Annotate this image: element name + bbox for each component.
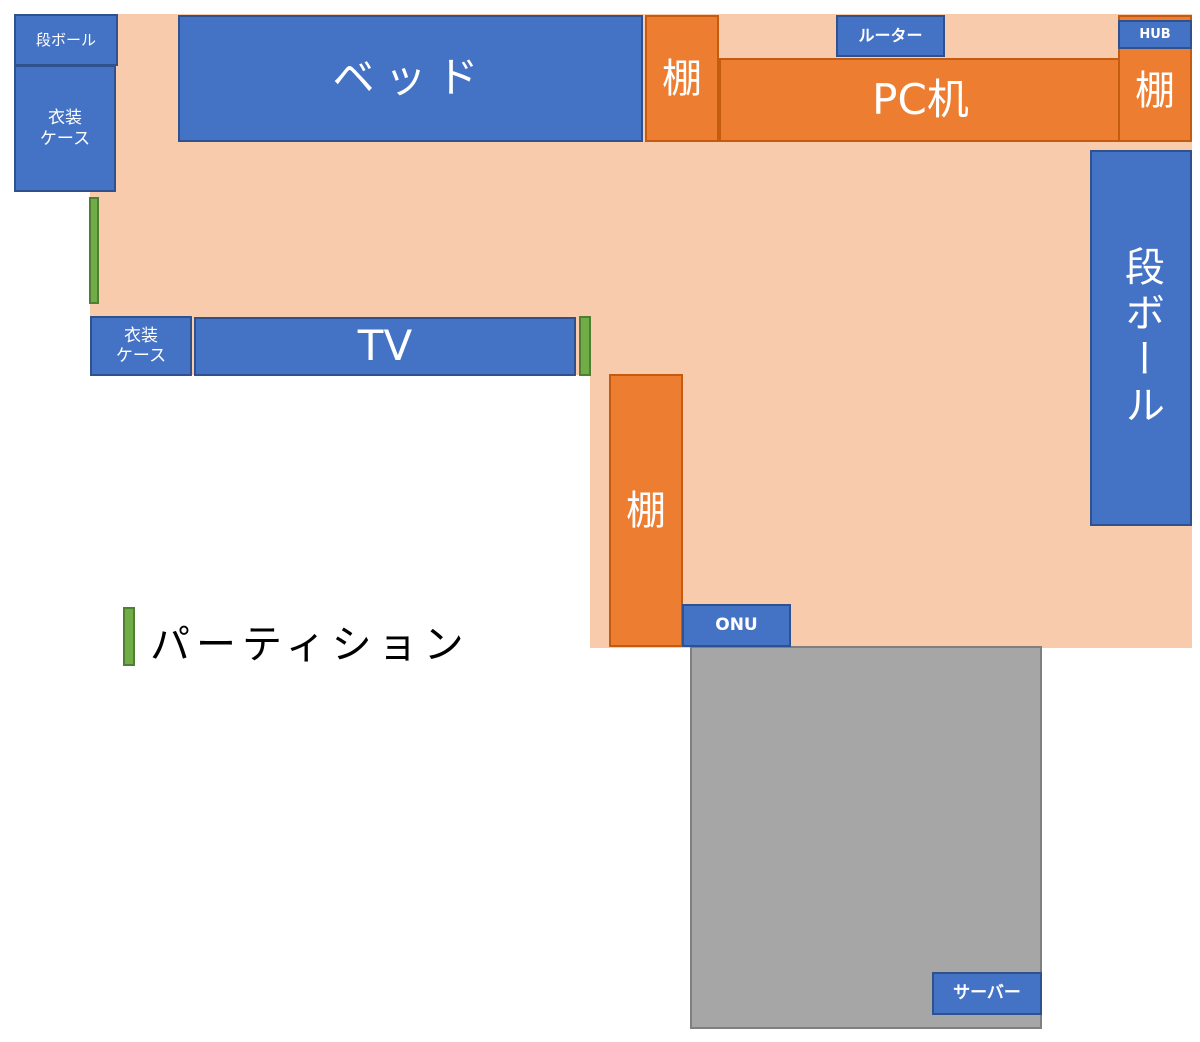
server-area xyxy=(690,646,1042,1029)
bed: ベッド xyxy=(178,15,643,142)
shelf-top-label: 棚 xyxy=(662,55,702,102)
server: サーバー xyxy=(932,972,1042,1015)
cardboard-box-small-label: 段ボール xyxy=(35,31,96,49)
onu-label: ONU xyxy=(715,615,758,636)
shelf-middle: 棚 xyxy=(609,374,683,647)
clothes-case-top-label: 衣装 ケース xyxy=(39,108,91,149)
clothes-case-top: 衣装 ケース xyxy=(14,65,116,192)
partition-tv xyxy=(579,316,591,376)
shelf-top: 棚 xyxy=(645,15,719,142)
clothes-case-middle: 衣装 ケース xyxy=(90,316,192,376)
shelf-right-label: 棚 xyxy=(1135,67,1175,114)
router-label: ルーター xyxy=(858,26,923,46)
cardboard-box-large-label: 段ボール xyxy=(1118,246,1164,430)
clothes-case-middle-label: 衣装 ケース xyxy=(115,325,167,366)
bed-label: ベッド xyxy=(332,53,489,103)
router: ルーター xyxy=(836,15,945,57)
pc-desk-label: PC机 xyxy=(872,74,969,124)
cardboard-box-large: 段ボール xyxy=(1090,150,1192,526)
network-hub-label: HUB xyxy=(1139,26,1171,42)
onu: ONU xyxy=(682,604,791,647)
partition-left xyxy=(89,197,99,304)
cardboard-box-small: 段ボール xyxy=(14,14,118,66)
server-label: サーバー xyxy=(953,983,1021,1004)
legend-partition-label: パーティション xyxy=(150,622,470,668)
legend-partition-swatch xyxy=(123,607,135,666)
pc-desk: PC机 xyxy=(719,58,1122,142)
network-hub: HUB xyxy=(1118,20,1192,49)
tv: TV xyxy=(194,317,576,376)
shelf-middle-label: 棚 xyxy=(626,487,666,534)
tv-label: TV xyxy=(357,321,413,371)
